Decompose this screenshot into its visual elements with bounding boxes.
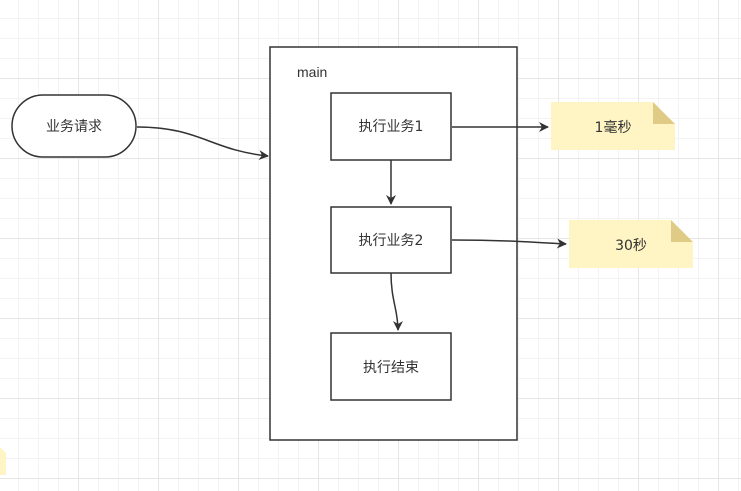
node-end[interactable]: 执行结束 (330, 332, 452, 401)
node-request[interactable]: 业务请求 (11, 94, 137, 158)
note-1[interactable]: 1毫秒 (551, 102, 675, 150)
node-task1[interactable]: 执行业务1 (330, 92, 452, 161)
note-partial (0, 447, 6, 475)
edge-task2-to-note2[interactable] (451, 238, 567, 249)
edge-task2-to-end[interactable] (390, 272, 403, 331)
node-task2-label: 执行业务2 (359, 233, 424, 249)
note-1-label: 1毫秒 (595, 119, 632, 136)
node-task1-label: 执行业务1 (359, 119, 424, 135)
main-container-label: main (297, 64, 327, 80)
note-2[interactable]: 30秒 (569, 220, 693, 268)
node-request-label: 业务请求 (46, 119, 102, 135)
note-2-label: 30秒 (615, 238, 647, 254)
node-end-label: 执行结束 (363, 360, 419, 376)
edge-request-to-main[interactable] (136, 126, 269, 161)
node-task2[interactable]: 执行业务2 (330, 206, 452, 274)
